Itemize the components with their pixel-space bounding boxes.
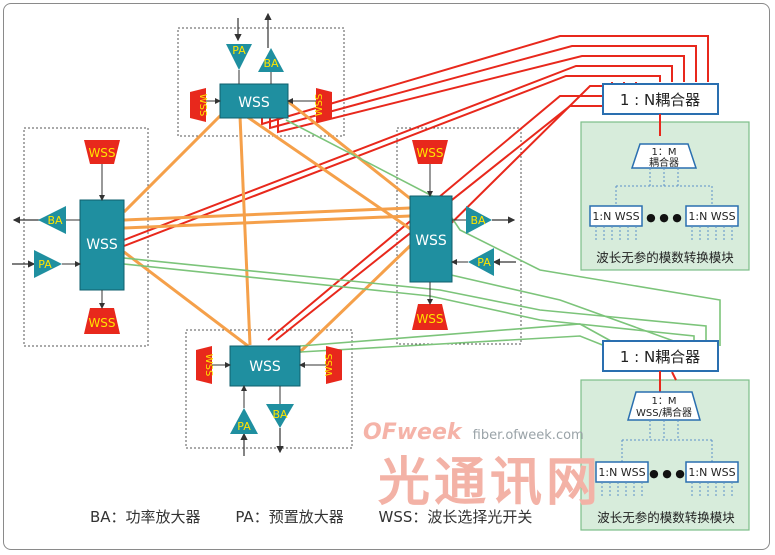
legend-pa: PA：预置放大器 — [235, 508, 344, 526]
node-left: WSS WSS WSS BA PA — [34, 140, 125, 334]
pa-amp-right-label: PA — [477, 256, 491, 269]
node-box-right — [396, 127, 522, 345]
dots-top: ● ● ● — [646, 211, 682, 224]
red-wss-bottom-right-label: WSS — [324, 354, 335, 377]
wss-core-top-label: WSS — [238, 95, 270, 111]
wss-core-right-label: WSS — [415, 233, 447, 249]
wss-core-right — [409, 195, 453, 283]
sub-coupler-bottom-line2: WSS/耦合器 — [636, 406, 692, 419]
watermark-brand: OFweek fiber.ofweek.com — [363, 420, 584, 445]
wss-module-top-right — [685, 205, 739, 227]
red-wss-bottom-right — [326, 346, 342, 384]
pa-amp-bottom — [230, 408, 258, 434]
wss-module-top-left-label: 1:N WSS — [592, 210, 639, 223]
wss-core-left-label: WSS — [86, 237, 118, 253]
node-bottom: WSS WSS WSS PA BA — [196, 345, 342, 434]
wss-module-bottom-left — [595, 461, 649, 483]
ba-amp-top — [258, 48, 284, 72]
ba-amp-left-label: BA — [47, 214, 63, 227]
ba-amp-bottom — [266, 404, 294, 428]
red-wss-left-top — [84, 140, 120, 164]
outer-frame — [3, 3, 770, 550]
red-wss-right-bottom-label: WSS — [416, 312, 443, 326]
wss-module-top-left — [589, 205, 643, 227]
ba-amp-right-label: BA — [470, 214, 486, 227]
watermark-big-text: 光通讯网 — [378, 453, 603, 513]
red-wss-left-bottom-label: WSS — [88, 316, 115, 330]
pa-amp-left — [34, 250, 62, 278]
pa-amp-right — [468, 248, 494, 276]
sub-coupler-top — [630, 143, 698, 169]
dots-bottom: ● ● ● — [649, 467, 685, 480]
red-wss-top-left — [190, 88, 206, 122]
io-arrows — [12, 12, 516, 456]
node-box-bottom — [185, 329, 353, 449]
module-top-footer: 波长无参的模数转换模块 — [596, 250, 734, 265]
red-wss-left-bottom — [84, 308, 120, 334]
red-wss-top-right — [316, 88, 332, 122]
sub-coupler-bottom-line1: 1：M — [652, 396, 677, 407]
module-bottom-footer: 波长无参的模数转换模块 — [597, 510, 735, 525]
ba-amp-left — [38, 206, 66, 234]
node-top: WSS PA BA WSS WSS — [190, 44, 332, 122]
node-right: WSS WSS WSS BA PA — [409, 140, 494, 330]
red-wss-right-bottom — [412, 304, 448, 330]
red-wss-bottom-left-label: WSS — [203, 354, 214, 377]
orange-links — [122, 98, 414, 354]
sub-coupler-top-line1: 1：M — [652, 147, 677, 158]
watermark-url: fiber.ofweek.com — [472, 428, 584, 443]
wss-module-bottom-right-label: 1:N WSS — [688, 466, 735, 479]
node-box-top — [177, 27, 345, 137]
wss-module-top-right-label: 1:N WSS — [688, 210, 735, 223]
ba-amp-top-label: BA — [263, 57, 279, 70]
sub-coupler-bottom — [627, 391, 701, 421]
wss-module-bottom-right — [685, 461, 739, 483]
sub-coupler-top-line2: 耦合器 — [649, 156, 679, 169]
pa-amp-left-label: PA — [38, 258, 52, 271]
legend-ba: BA：功率放大器 — [90, 508, 201, 526]
coupler-bottom — [602, 340, 719, 372]
pa-amp-bottom-label: PA — [237, 420, 251, 433]
red-wss-right-top-label: WSS — [416, 146, 443, 160]
coupler-bottom-label: 1 : N耦合器 — [620, 348, 700, 366]
red-wss-top-right-label: WSS — [314, 94, 325, 117]
red-wss-left-top-label: WSS — [88, 146, 115, 160]
module-bottom-internals: 1：M WSS/耦合器 1:N WSS 1:N WSS ● ● ● 波长无参的模… — [595, 371, 739, 525]
red-wss-right-top — [412, 140, 448, 164]
red-wss-bottom-left — [196, 346, 212, 384]
pa-amp-top-label: PA — [232, 44, 246, 57]
pa-amp-top — [226, 44, 252, 70]
wss-core-bottom-label: WSS — [249, 359, 281, 375]
green-links — [123, 119, 721, 353]
red-wss-top-left-label: WSS — [197, 94, 208, 117]
legend: BA：功率放大器 PA：预置放大器 WSS：波长选择光开关 — [90, 506, 562, 527]
watermark-logo: OFweek — [363, 420, 462, 445]
coupler-top — [602, 83, 719, 115]
legend-wss: WSS：波长选择光开关 — [378, 508, 533, 526]
ba-amp-right — [466, 206, 492, 234]
ba-amp-bottom-label: BA — [272, 408, 288, 421]
module-top-internals: 1：M 耦合器 1:N WSS 1:N WSS ● ● ● 波长无参的模数转换模… — [589, 143, 739, 265]
wss-module-bottom-left-label: 1:N WSS — [598, 466, 645, 479]
coupler-top-label: 1 : N耦合器 — [620, 91, 700, 109]
wss-core-top — [219, 83, 289, 119]
